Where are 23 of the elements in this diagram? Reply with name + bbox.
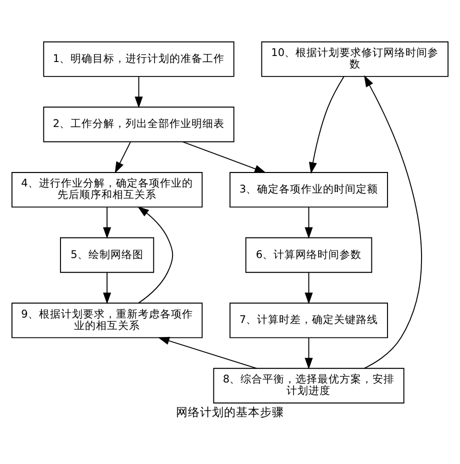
node-box: 9、根据计划要求，重新考虑各项作业的相互关系 <box>12 302 203 338</box>
node-box: 4、进行作业分解，确定各项作业的先后顺序和相互关系 <box>12 172 203 208</box>
arrow <box>114 141 131 173</box>
node-box: 2、工作分解，列出全部作业明细表 <box>43 106 234 142</box>
node-box: 7、计算时差，确定关键路线 <box>230 302 388 338</box>
node-box: 6、计算网络时间参数 <box>245 236 372 272</box>
arrow <box>304 337 313 369</box>
arrow <box>182 140 266 172</box>
node-box: 1、明确目标，进行计划的准备工作 <box>43 40 234 76</box>
node-box: 8、综合平衡，选择最优方案，安排计划进度 <box>213 367 404 403</box>
arrow <box>364 74 422 368</box>
arrow <box>137 206 174 303</box>
arrow <box>308 76 344 174</box>
arrow <box>304 206 313 238</box>
arrow <box>134 76 143 108</box>
arrow <box>158 336 258 368</box>
caption: 网络计划的基本步骤 <box>176 404 284 419</box>
arrow <box>304 272 313 304</box>
node-box: 10、根据计划要求修订网络时间参数 <box>261 40 448 76</box>
arrow <box>103 206 112 238</box>
node-box: 3、确定各项作业的时间定额 <box>230 172 388 208</box>
node-box: 5、绘制网络图 <box>60 236 154 272</box>
arrow <box>103 272 112 304</box>
